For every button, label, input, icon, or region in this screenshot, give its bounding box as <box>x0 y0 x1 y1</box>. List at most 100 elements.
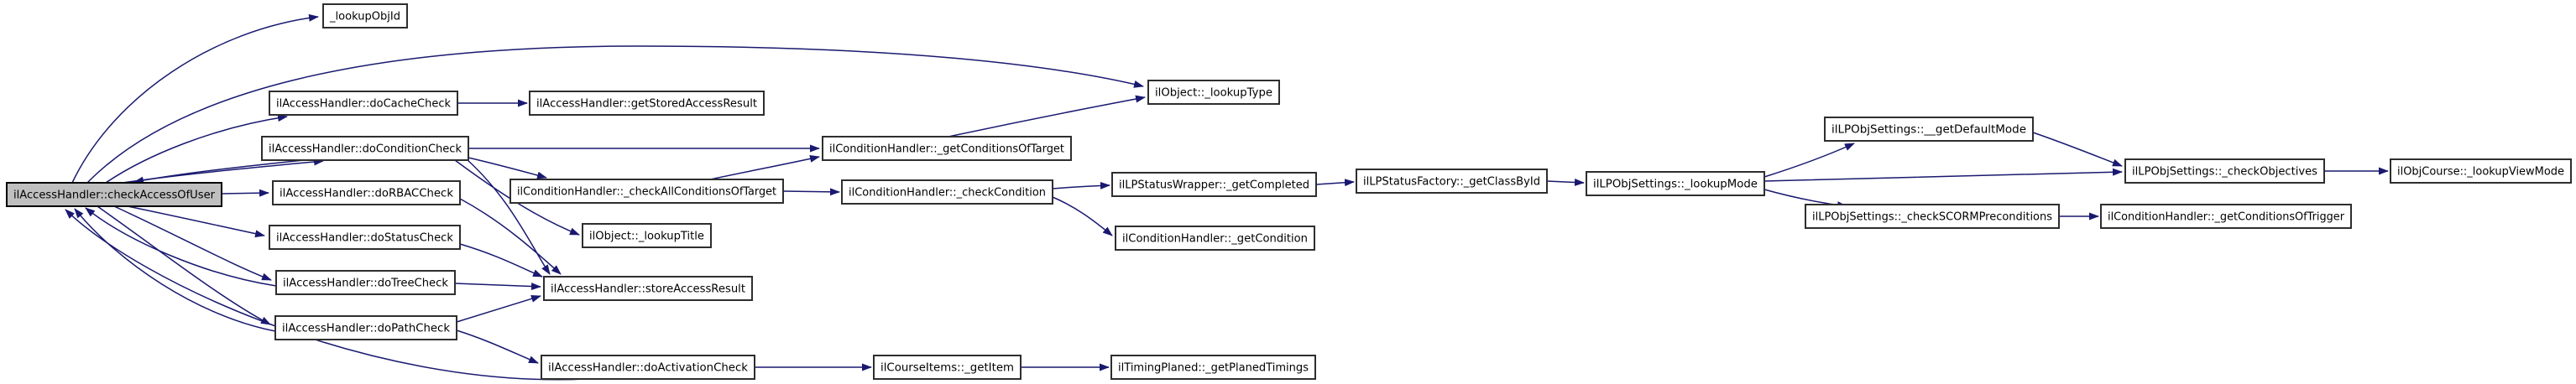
call-edge-doConditionCheck-to-checkAllConditionsOfTarget <box>468 157 547 179</box>
call-edge-doRBACCheck-to-storeAccessResult <box>459 198 562 275</box>
call-edge-doConditionCheck-to-checkAccessOfUser <box>133 159 305 184</box>
graph-node-label: ilAccessHandler::checkAccessOfUser <box>13 189 216 202</box>
graph-node-getStoredAccessResult[interactable]: ilAccessHandler::getStoredAccessResultil… <box>529 91 765 116</box>
graph-node-lookupType[interactable]: ilObject::_lookupTypeilObject::_lookupTy… <box>1147 80 1280 105</box>
graph-node-getPlanedTimings[interactable]: ilTimingPlaned::_getPlanedTimingsilTimin… <box>1110 355 1316 380</box>
graph-node-getConditionsOfTarget[interactable]: ilConditionHandler::_getConditionsOfTarg… <box>822 136 1072 161</box>
graph-node-label: ilObject::_lookupType <box>1155 87 1272 100</box>
call-edge-checkAccessOfUser-to-doStatusCheck <box>127 205 265 238</box>
call-edge-doPathCheck-to-checkAccessOfUser <box>74 208 276 332</box>
graph-node-storeAccessResult[interactable]: ilAccessHandler::storeAccessResultilAcce… <box>543 276 753 301</box>
graph-node-box <box>2390 158 2572 184</box>
graph-node-box <box>322 3 408 29</box>
graph-node-lookupTitle[interactable]: ilObject::_lookupTitleilObject::_lookupT… <box>582 223 712 248</box>
graph-node-label: ilConditionHandler::_checkAllConditionsO… <box>517 186 776 199</box>
graph-node-getDefaultMode[interactable]: ilLPObjSettings::__getDefaultModeilLPObj… <box>1824 117 2034 142</box>
call-edge-doTreeCheck-to-storeAccessResult <box>454 283 541 291</box>
graph-node-doTreeCheck[interactable]: ilAccessHandler::doTreeCheckilAccessHand… <box>275 270 456 295</box>
graph-node-label: ilAccessHandler::doCacheCheck <box>276 98 451 111</box>
graph-node-box <box>1586 171 1765 196</box>
graph-node-doRBACCheck[interactable]: ilAccessHandler::doRBACCheckilAccessHand… <box>272 180 461 205</box>
graph-node-label: ilObjCourse::_lookupViewMode <box>2397 166 2564 179</box>
graph-node-box <box>274 315 457 340</box>
graph-node-box <box>529 91 765 116</box>
call-edge-checkAccessOfUser-to-doRBACCheck <box>221 189 269 197</box>
graph-node-getItem[interactable]: ilCourseItems::_getItemilCourseItems::_g… <box>873 355 1022 380</box>
graph-node-doConditionCheck[interactable]: ilAccessHandler::doConditionCheckilAcces… <box>261 136 469 161</box>
graph-node-lookupViewMode[interactable]: ilObjCourse::_lookupViewModeilObjCourse:… <box>2390 158 2572 184</box>
call-edge-getConditionsOfTarget-to-lookupType <box>948 95 1146 138</box>
graph-node-box <box>269 91 458 116</box>
call-edge-getCompleted-to-getClassById <box>1315 179 1355 187</box>
call-edge-doPathCheck-to-doActivationCheck <box>456 330 539 364</box>
graph-node-box <box>541 355 755 380</box>
call-edge-checkAccessOfUser-to-lookupType <box>86 45 1144 184</box>
call-edge-checkAccessOfUser-to-doCacheCheck <box>105 114 288 184</box>
graph-node-label: ilConditionHandler::_getConditionsOfTarg… <box>829 143 1064 156</box>
graph-node-label: ilLPObjSettings::_checkObjectives <box>2132 166 2317 179</box>
graph-node-checkAccessOfUser: ilAccessHandler::checkAccessOfUserilAcce… <box>6 182 222 207</box>
graph-node-box <box>1115 226 1315 251</box>
call-edge-doStatusCheck-to-storeAccessResult <box>459 243 543 278</box>
graph-node-label: ilAccessHandler::doPathCheck <box>282 323 450 335</box>
graph-node-label: _lookupObjId <box>329 11 400 23</box>
graph-node-lookupMode[interactable]: ilLPObjSettings::_lookupModeilLPObjSetti… <box>1586 171 1765 196</box>
graph-node-checkObjectives[interactable]: ilLPObjSettings::_checkObjectivesilLPObj… <box>2124 158 2325 184</box>
graph-node-box <box>2124 158 2325 184</box>
graph-node-box <box>841 179 1053 205</box>
graph-node-label: ilAccessHandler::doTreeCheck <box>283 278 448 290</box>
graph-node-checkAllConditionsOfTarget[interactable]: ilConditionHandler::_checkAllConditionsO… <box>509 179 784 204</box>
graph-node-label: ilLPStatusFactory::_getClassById <box>1363 176 1540 189</box>
graph-node-box <box>543 276 753 301</box>
graph-node-getCondition[interactable]: ilConditionHandler::_getConditionilCondi… <box>1115 226 1315 251</box>
call-edge-doActivationCheck-to-checkAccessOfUser <box>65 209 587 381</box>
graph-node-label: ilLPStatusWrapper::_getCompleted <box>1119 179 1309 192</box>
graph-node-label: ilObject::_lookupTitle <box>589 231 704 243</box>
call-edge-checkCondition-to-getCondition <box>1052 196 1113 236</box>
graph-node-box <box>269 225 461 250</box>
graph-node-getConditionsOfTrigger[interactable]: ilConditionHandler::_getConditionsOfTrig… <box>2100 204 2352 229</box>
call-edge-checkAllConditionsOfTarget-to-getConditionsOfTarget <box>709 154 820 180</box>
graph-node-box <box>1824 117 2034 142</box>
call-edge-getClassById-to-lookupMode <box>1546 179 1585 186</box>
graph-node-checkSCORMPreconditions[interactable]: ilLPObjSettings::_checkSCORMPrecondition… <box>1805 204 2060 229</box>
graph-node-box <box>261 136 469 161</box>
graph-node-doActivationCheck[interactable]: ilAccessHandler::doActivationCheckilAcce… <box>541 355 755 380</box>
graph-node-box <box>509 179 784 204</box>
graph-node-doPathCheck[interactable]: ilAccessHandler::doPathCheckilAccessHand… <box>274 315 457 340</box>
graph-node-getCompleted[interactable]: ilLPStatusWrapper::_getCompletedilLPStat… <box>1111 172 1317 197</box>
graph-node-label: ilAccessHandler::storeAccessResult <box>551 283 745 296</box>
graph-node-label: ilAccessHandler::doActivationCheck <box>548 362 748 375</box>
graph-node-doStatusCheck[interactable]: ilAccessHandler::doStatusCheckilAccessHa… <box>269 225 461 250</box>
graph-node-label: ilAccessHandler::doStatusCheck <box>276 232 453 245</box>
graph-node-label: ilAccessHandler::doRBACCheck <box>280 188 453 200</box>
graph-node-box <box>272 180 461 205</box>
graph-node-lookupObjId[interactable]: _lookupObjId_lookupObjId <box>322 3 408 29</box>
call-edge-doConditionCheck-to-storeAccessResult <box>466 158 551 275</box>
graph-node-checkCondition[interactable]: ilConditionHandler::_checkConditionilCon… <box>841 179 1053 205</box>
graph-node-box <box>1147 80 1280 105</box>
graph-node-box <box>275 270 456 295</box>
call-edge-checkAccessOfUser-to-doPathCheck <box>97 205 271 325</box>
graph-node-label: ilLPObjSettings::_checkSCORMPrecondition… <box>1812 211 2052 224</box>
graph-node-label: ilConditionHandler::_getCondition <box>1122 233 1308 246</box>
graph-node-getClassById[interactable]: ilLPStatusFactory::_getClassByIdilLPStat… <box>1356 169 1548 194</box>
graph-node-label: ilAccessHandler::getStoredAccessResult <box>536 98 757 111</box>
graph-node-box <box>1805 204 2060 229</box>
call-edge-lookupMode-to-checkObjectives <box>1763 168 2123 182</box>
call-edge-getDefaultMode-to-checkObjectives <box>2032 132 2123 167</box>
graph-node-box <box>822 136 1072 161</box>
graph-node-doCacheCheck[interactable]: ilAccessHandler::doCacheCheckilAccessHan… <box>269 91 458 116</box>
graph-node-label: ilLPObjSettings::_lookupMode <box>1593 179 1758 191</box>
graph-node-box <box>582 223 712 248</box>
graph-node-label: ilConditionHandler::_checkCondition <box>849 187 1046 200</box>
call-edge-doPathCheck-to-storeAccessResult <box>456 294 541 323</box>
graph-node-label: ilLPObjSettings::__getDefaultMode <box>1831 124 2026 137</box>
graph-node-box <box>2100 204 2352 229</box>
call-edge-doTreeCheck-to-checkAccessOfUser <box>85 207 277 287</box>
graph-node-label: ilConditionHandler::_getConditionsOfTrig… <box>2108 211 2345 224</box>
graph-node-box <box>6 182 222 207</box>
call-edge-checkAllConditionsOfTarget-to-checkCondition <box>782 188 840 196</box>
graph-node-box <box>873 355 1022 380</box>
